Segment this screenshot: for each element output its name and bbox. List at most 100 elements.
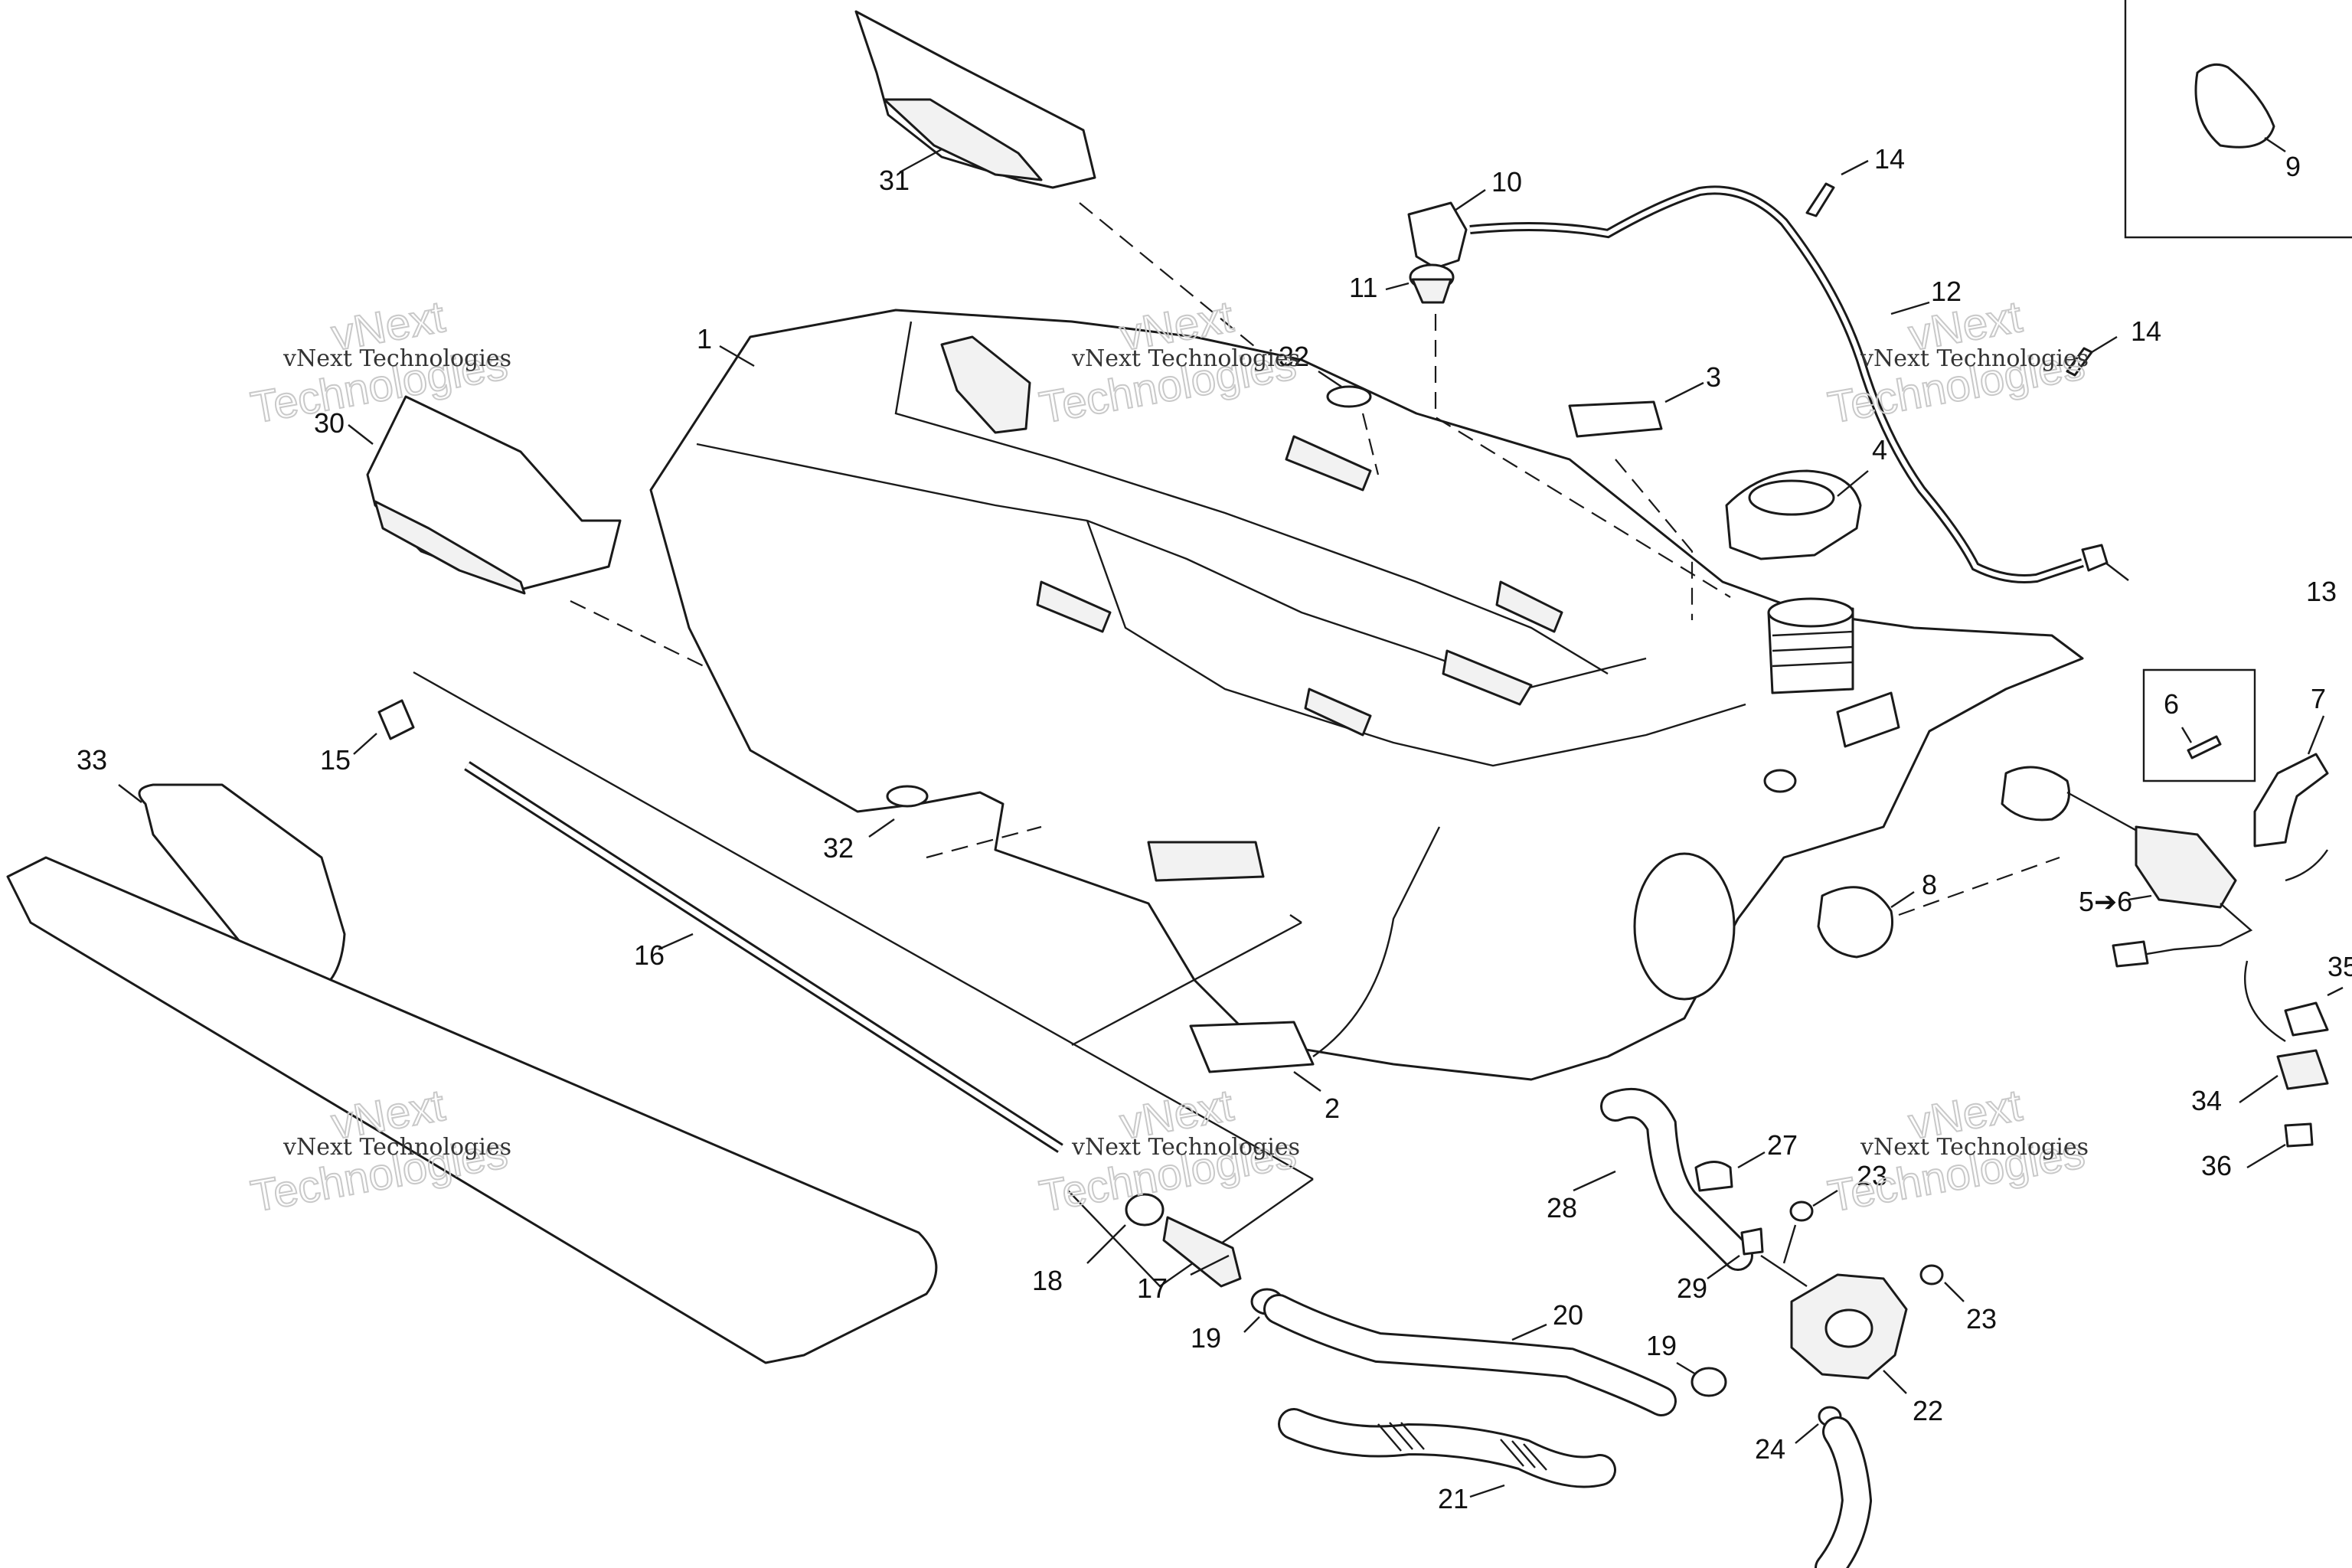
tank-bracket-c [1036, 580, 1112, 633]
leader-2 [1293, 1071, 1321, 1092]
callout-32-b: 32 [823, 832, 854, 864]
dash-16-bracket [1071, 914, 1302, 1047]
pad-2 [1189, 1021, 1315, 1073]
callout-11: 11 [1349, 272, 1377, 303]
rod-16 [465, 763, 1063, 1152]
vent-valve-10 [1407, 201, 1468, 270]
dash-23-a [1782, 1224, 1797, 1264]
leader-21 [1469, 1484, 1505, 1498]
leader-23-b [1944, 1282, 1965, 1302]
callout-18: 18 [1032, 1265, 1063, 1296]
callout-12: 12 [1931, 276, 1962, 307]
hose-20 [1266, 1296, 1674, 1414]
upper-panel-31-foot [883, 98, 1043, 181]
leader-5-6 [2128, 894, 2152, 901]
fastener-23-b [1919, 1264, 1944, 1285]
callout-29: 29 [1677, 1272, 1707, 1304]
leader-33 [118, 784, 142, 803]
upper-panel-31 [854, 10, 1096, 189]
watermark-3-label: vNext Technologies [1860, 345, 2089, 372]
leader-14-b [2091, 335, 2118, 354]
tank-outlet-stub [1836, 691, 1900, 748]
grommet-11-body [1411, 278, 1452, 304]
leader-17 [1190, 1254, 1230, 1276]
leader-36 [2246, 1143, 2286, 1169]
side-panel-30-edge [374, 500, 526, 595]
mat-33-large [6, 856, 938, 1364]
tank-ridge-2 [894, 321, 1609, 675]
callout-7: 7 [2311, 683, 2326, 714]
callout-6: 6 [2164, 688, 2179, 720]
leader-13 [2105, 562, 2129, 581]
callout-35: 35 [2328, 951, 2352, 982]
callout-19-b: 19 [1646, 1330, 1677, 1361]
fuse-6 [2187, 735, 2222, 760]
nut-36 [2284, 1122, 2314, 1148]
leader-8 [1890, 891, 1915, 908]
clamp-19-b [1690, 1367, 1727, 1397]
leader-27 [1737, 1151, 1766, 1169]
leader-1 [719, 345, 755, 368]
side-panel-30 [366, 395, 622, 591]
callout-20: 20 [1553, 1299, 1583, 1331]
pump-22-port [1824, 1308, 1873, 1348]
callout-32-a: 32 [1279, 341, 1309, 372]
leader-3 [1664, 381, 1704, 403]
callout-23-a: 23 [1857, 1160, 1887, 1191]
callout-14-a: 14 [1874, 143, 1905, 175]
callout-19-a: 19 [1191, 1322, 1221, 1354]
hose-outlet [1817, 1419, 1870, 1568]
filler-neck-top [1767, 597, 1854, 628]
callout-3: 3 [1706, 361, 1721, 393]
tank-ridge-3 [1086, 520, 1746, 767]
leader-12 [1890, 301, 1930, 315]
dash-8 [1898, 856, 2060, 916]
tank-small-hole [1763, 769, 1797, 793]
dash-31 [1079, 202, 1272, 361]
tank-round-port [1633, 852, 1736, 1001]
watermark-2-label: vNext Technologies [1071, 345, 1300, 372]
leader-18 [1086, 1224, 1126, 1264]
grommet-32-b [886, 785, 929, 808]
watermark-1-label: vNext Technologies [283, 345, 511, 372]
tank-bracket-d [1495, 580, 1563, 633]
callout-2: 2 [1325, 1093, 1340, 1124]
leader-30 [348, 424, 374, 445]
sender-connector [2112, 940, 2149, 968]
clip-14-a [1805, 182, 1835, 217]
leader-9 [2264, 137, 2286, 152]
leader-31 [899, 148, 942, 174]
leader-28 [1573, 1170, 1616, 1192]
callout-21: 21 [1438, 1483, 1468, 1514]
bracket-34 [2276, 1049, 2329, 1090]
callout-34: 34 [2191, 1085, 2222, 1116]
inset-frame-9 [2124, 0, 2352, 239]
leader-15 [353, 733, 377, 755]
leader-32-b [868, 818, 895, 838]
washer-18 [1125, 1193, 1165, 1227]
sender-float [2001, 766, 2070, 822]
inset-frame-6 [2142, 668, 2256, 782]
callout-33: 33 [77, 744, 107, 776]
arrow-7 [2285, 849, 2328, 882]
leader-16 [658, 933, 694, 951]
callout-22: 22 [1913, 1395, 1943, 1426]
restrictor-29 [1740, 1227, 1764, 1256]
filler-cap-top [1748, 479, 1835, 516]
fitting-17 [1162, 1216, 1242, 1288]
leader-22 [1883, 1370, 1907, 1394]
leader-10 [1454, 189, 1486, 211]
callout-17: 17 [1137, 1272, 1168, 1304]
hose-21 [1280, 1410, 1614, 1486]
callout-13: 13 [2306, 576, 2337, 607]
fitting-15 [377, 699, 415, 740]
leader-34 [2239, 1075, 2278, 1103]
grommet-32-a [1326, 385, 1372, 408]
watermark-6-label: vNext Technologies [1860, 1134, 2089, 1161]
callout-15: 15 [320, 744, 351, 776]
hose-7 [2253, 753, 2329, 848]
leader-4 [1837, 470, 1869, 497]
leader-7 [2307, 715, 2325, 755]
